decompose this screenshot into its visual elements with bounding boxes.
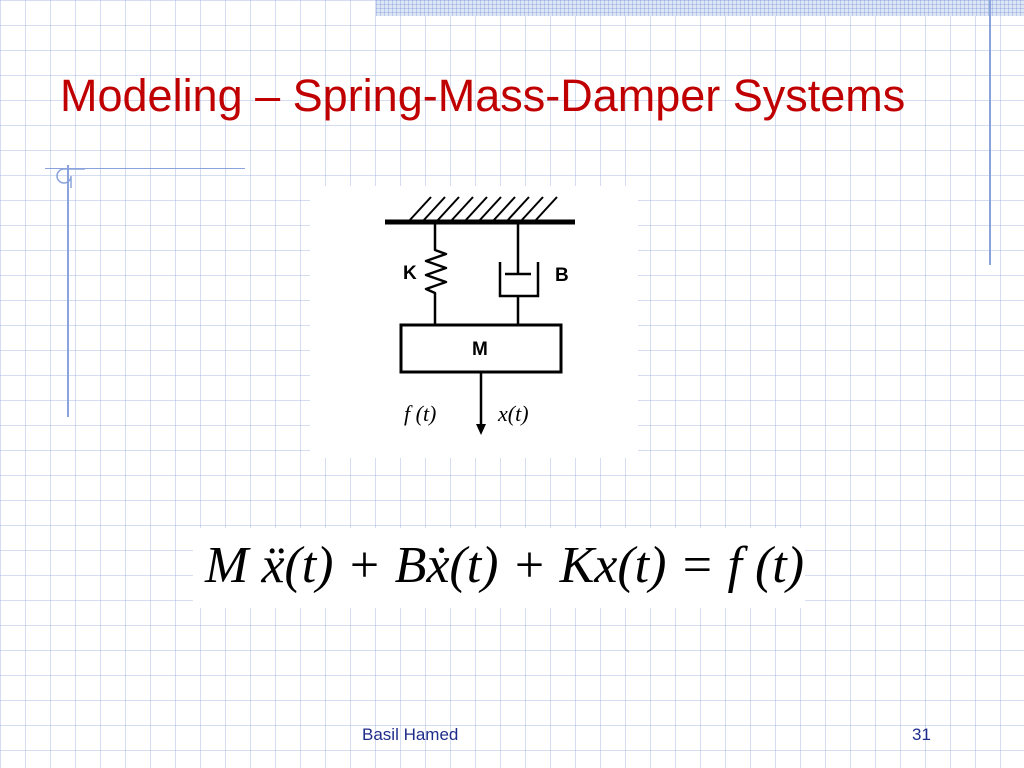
equation-box: M ẍ(t) + Bẋ(t) + Kx(t) = f (t) [193, 528, 805, 608]
spring [424, 224, 448, 324]
equation-of-motion: M ẍ(t) + Bẋ(t) + Kx(t) = f (t) [205, 537, 805, 594]
right-decorative-rule [989, 0, 991, 265]
corner-curl-ornament [56, 168, 85, 188]
ground-hatching [408, 196, 558, 222]
page-number: 31 [912, 725, 931, 744]
mass-label: M [472, 339, 488, 360]
displacement-label: x(t) [498, 401, 529, 426]
damper-label: B [555, 265, 569, 286]
force-label: f (t) [404, 401, 437, 426]
top-decorative-band [376, 0, 1024, 16]
title-underline-rule [45, 168, 245, 169]
spring-mass-damper-diagram: K B M f (t) x(t) [310, 186, 638, 458]
force-arrow-head [476, 424, 486, 435]
spring-label: K [403, 263, 417, 284]
slide-title: Modeling – Spring-Mass-Damper Systems [60, 70, 906, 121]
left-decorative-rule [67, 165, 69, 417]
damper [498, 224, 540, 324]
footer-author: Basil Hamed [362, 725, 459, 744]
mass-block [399, 323, 563, 374]
